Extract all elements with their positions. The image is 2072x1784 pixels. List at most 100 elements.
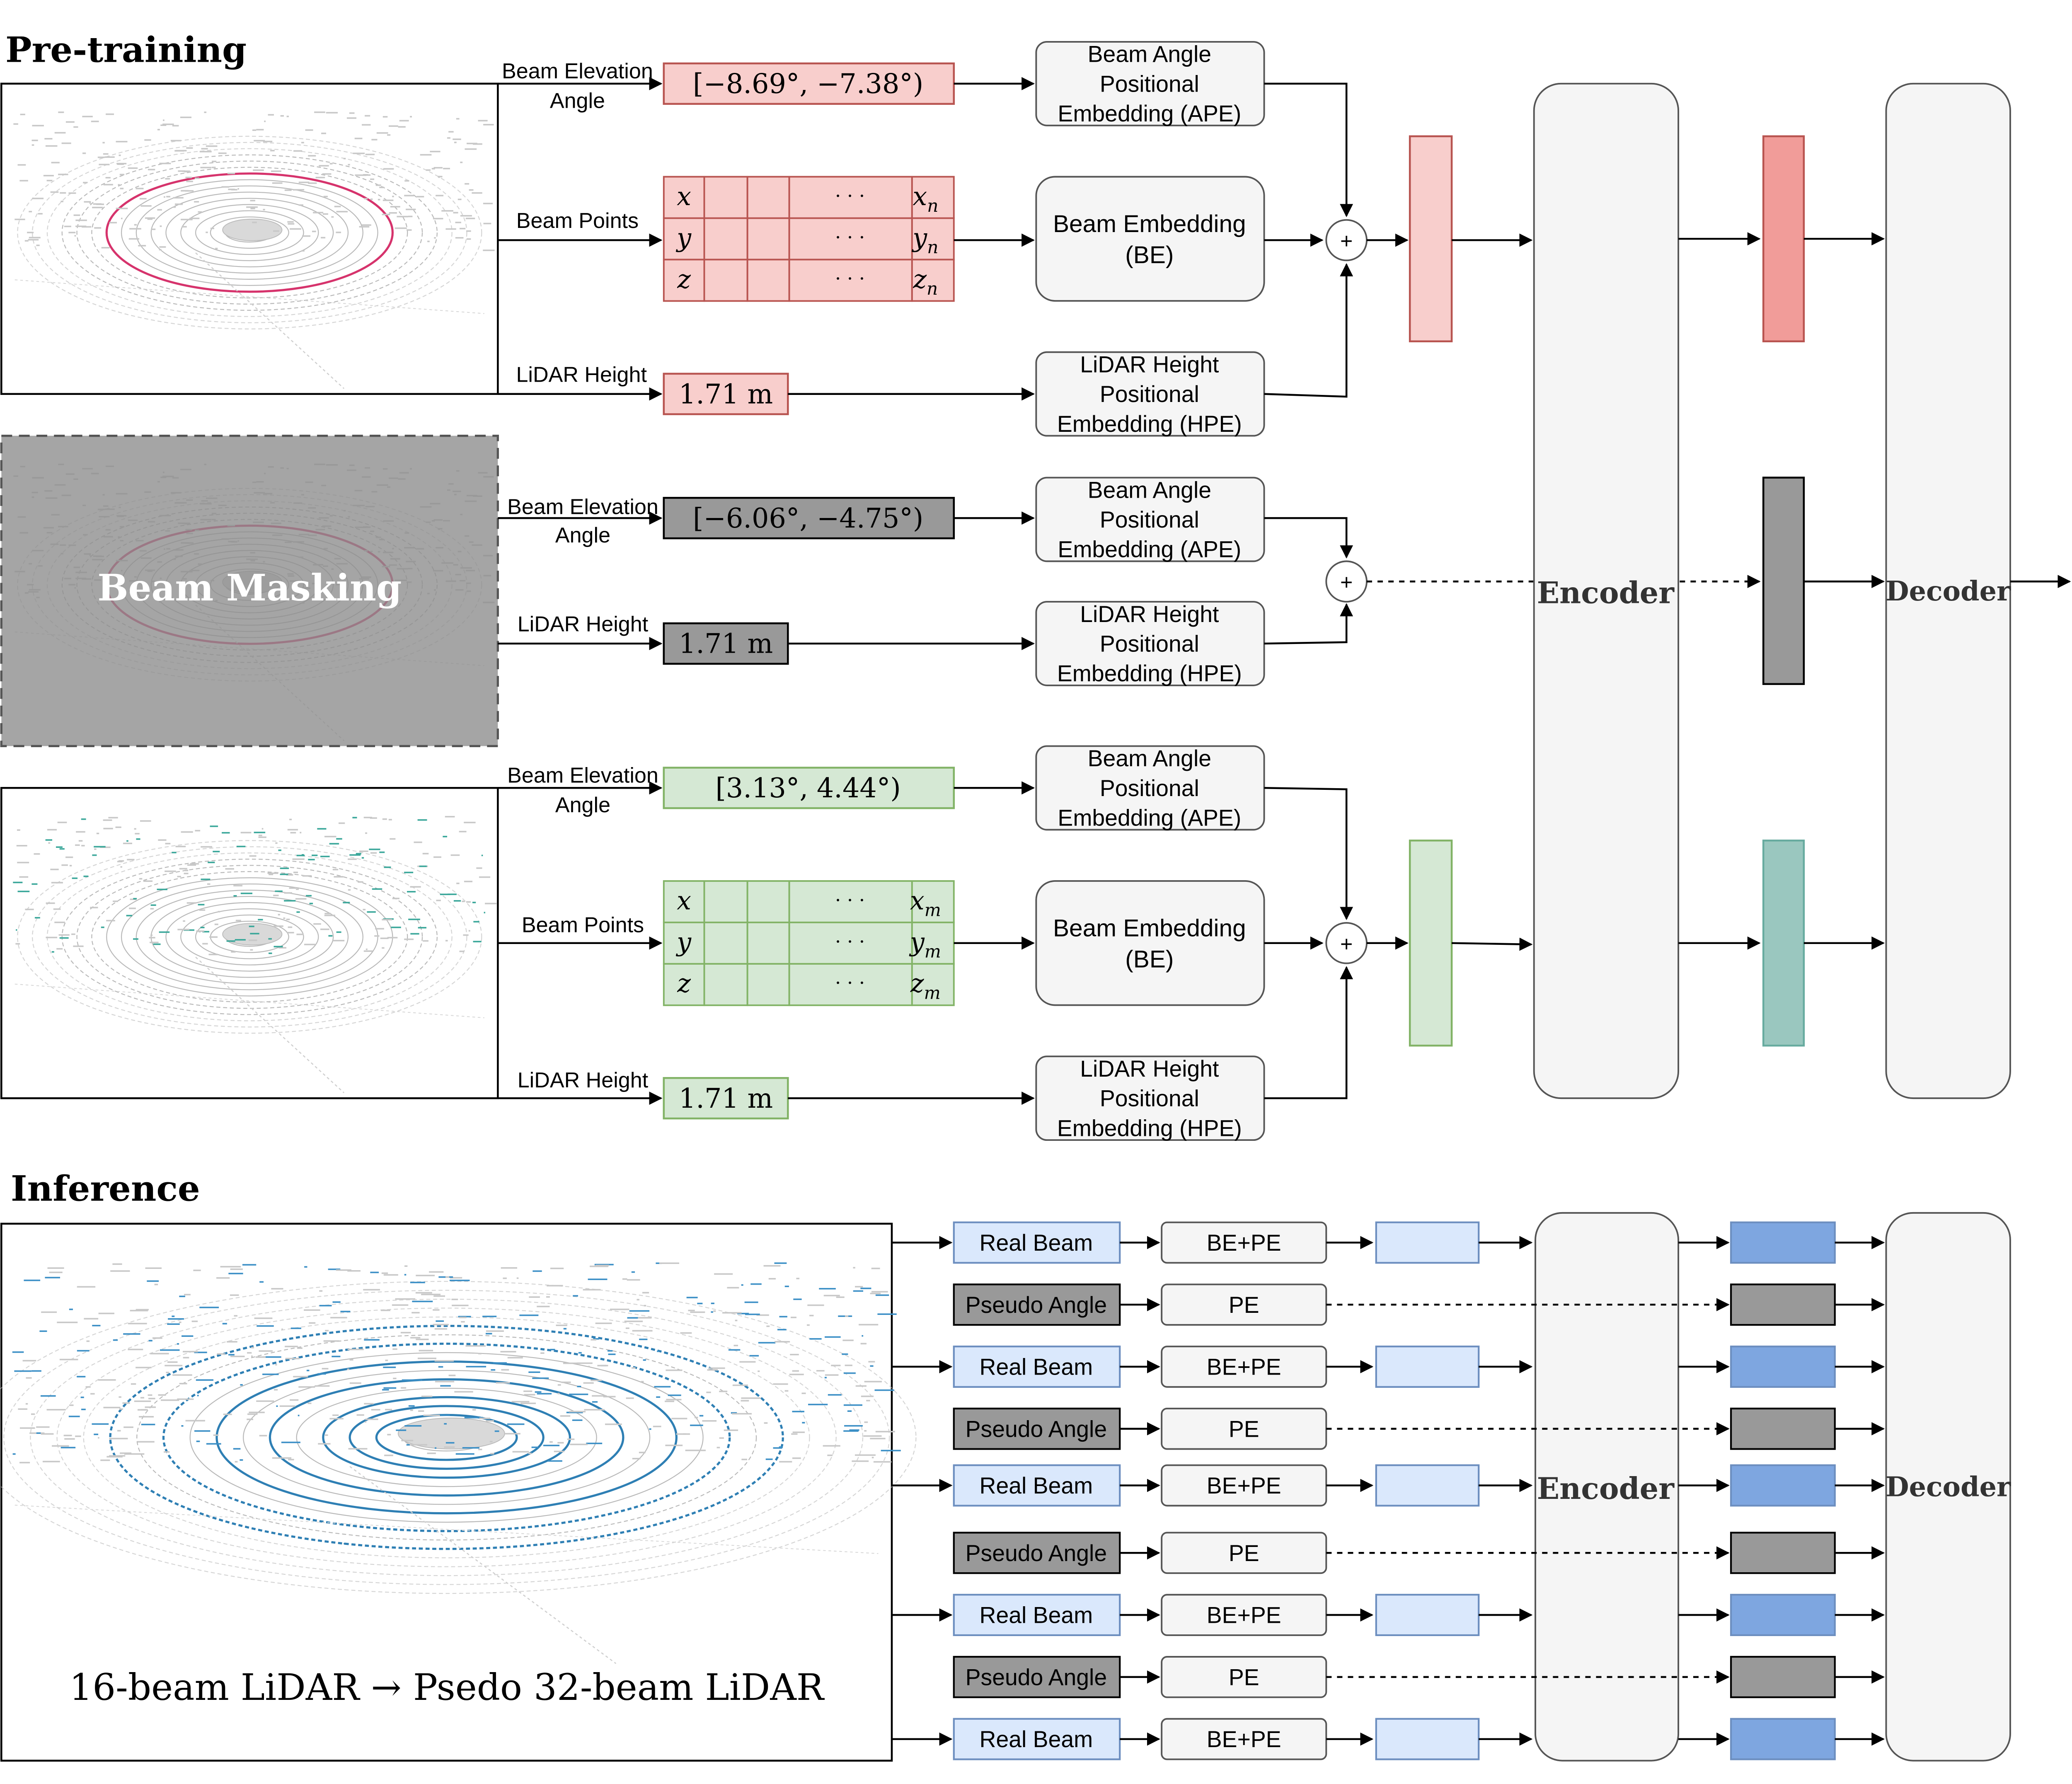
pe-label: PE [1229,1540,1259,1566]
real-beam-row: Real Beam BE+PE [892,1718,1885,1760]
height-value: 1.71 m [679,629,773,660]
angle-range-box [663,62,955,105]
pointcloud-panel-3 [0,787,499,1099]
group-gray: Beam Elevation Angle LiDAR Height [−6.06… [498,477,1761,686]
ape-block: Beam Angle Positional Embedding (APE) [1035,745,1265,830]
lidar-height-label: LiDAR Height [518,1068,649,1092]
be-line1: Beam Embedding [1053,915,1246,942]
input-token-blue [1375,1718,1480,1760]
table-row-label: y [675,927,692,957]
hpe-line2: Positional [1100,1086,1199,1111]
latent-token-gray [1762,477,1805,685]
hpe-line3: Embedding (HPE) [1057,661,1242,686]
pointcloud-panel-masked: Beam Masking [0,434,499,748]
hpe-line1: LiDAR Height [1080,601,1219,627]
pseudo-angle-box [953,1407,1121,1450]
group-green: Beam Elevation Angle Beam Points LiDAR H… [498,745,1533,1141]
pointcloud-panel-1 [0,82,499,395]
ape-block: Beam Angle Positional Embedding (APE) [1035,477,1265,562]
be-line2: (BE) [1125,242,1174,269]
angle-range-box [663,767,955,809]
hpe-line3: Embedding (HPE) [1057,411,1242,437]
real-beam-label: Real Beam [980,1602,1093,1628]
pointcloud-panel-inference: 16-beam LiDAR → Psedo 32-beam LiDAR [0,1222,917,1762]
angle-range-value: [−6.06°, −4.75°) [693,503,923,534]
table-ellipsis: · · · [835,226,865,248]
ape-line1: Beam Angle [1088,746,1211,771]
pe-label: PE [1229,1292,1259,1318]
pseudo-angle-label: Pseudo Angle [966,1292,1107,1318]
latent-token-blue [1730,1594,1836,1636]
lidar-pointcloud-image [13,111,495,389]
pretrain-encoder-decoder: Encoder Decoder [1533,82,2071,1099]
be-line1: Beam Embedding [1053,211,1246,237]
beam-masking-label: Beam Masking [97,566,402,609]
hpe-line2: Positional [1100,381,1199,407]
pseudo-angle-row: Pseudo Angle PE [953,1283,1885,1326]
real-beam-box [953,1464,1121,1507]
table-last-column: yn [911,223,938,257]
be-pe-label: BE+PE [1207,1602,1281,1628]
encoder-block [1535,1212,1680,1762]
pseudo-angle-label: Pseudo Angle [966,1540,1107,1566]
ape-line1: Beam Angle [1088,477,1211,503]
latent-token-blue [1730,1464,1836,1507]
decoder-block [1885,82,2011,1099]
latent-token-red [1762,135,1805,342]
decoder-label: Decoder [1886,1472,2011,1503]
encoder-label: Encoder [1537,1471,1675,1506]
table-ellipsis: · · · [835,185,865,207]
ape-line1: Beam Angle [1088,41,1211,67]
latent-token-gray [1730,1283,1836,1326]
input-token-green [1409,840,1453,1047]
hpe-block: LiDAR Height Positional Embedding (HPE) [1035,1055,1265,1141]
real-beam-label: Real Beam [980,1473,1093,1498]
be-line2: (BE) [1125,946,1174,973]
hpe-line3: Embedding (HPE) [1057,1115,1242,1141]
plus-sign: + [1340,932,1353,956]
beam-elevation-label: Beam Elevation [502,59,653,83]
ape-block: Beam Angle Positional Embedding (APE) [1035,41,1265,126]
be-pe-label: BE+PE [1207,1230,1281,1256]
sum-node [1325,560,1368,603]
be-pe-label: BE+PE [1207,1354,1281,1380]
real-beam-box [953,1594,1121,1636]
sum-node [1325,922,1368,964]
inference-caption: 16-beam LiDAR → Psedo 32-beam LiDAR [69,1666,825,1709]
beam-points-table: x· · ·xmy· · ·ymz· · ·zm [663,880,955,1006]
hpe-block: LiDAR Height Positional Embedding (HPE) [1035,601,1265,686]
table-ellipsis: · · · [835,931,865,953]
height-value: 1.71 m [679,1083,773,1114]
plus-sign: + [1340,229,1353,253]
ape-line2: Positional [1100,71,1199,97]
angle-range-value: [−8.69°, −7.38°) [693,69,923,100]
pretraining-title: Pre-training [5,29,247,70]
beam-elevation-label: Beam Elevation [507,495,658,519]
latent-token-blue [1730,1346,1836,1388]
beam-elevation-label: Beam Elevation [507,763,658,787]
real-beam-label: Real Beam [980,1354,1093,1380]
input-token-blue [1375,1594,1480,1636]
lidar-height-label: LiDAR Height [518,612,649,637]
hpe-line1: LiDAR Height [1080,352,1219,378]
pe-label: PE [1229,1664,1259,1690]
real-beam-row: Real Beam BE+PE [892,1594,1885,1636]
ape-line3: Embedding (APE) [1058,537,1241,562]
input-token-blue [1375,1464,1480,1507]
be-pe-label: BE+PE [1207,1726,1281,1752]
pseudo-angle-row: Pseudo Angle PE [953,1532,1885,1574]
ape-line3: Embedding (APE) [1058,805,1241,830]
pseudo-angle-label: Pseudo Angle [966,1416,1107,1442]
decoder-block [1885,1212,2011,1762]
angle-range-value: [3.13°, 4.44°) [716,773,901,804]
ape-line3: Embedding (APE) [1058,101,1241,126]
lidar-height-label: LiDAR Height [516,363,647,387]
be-block: Beam Embedding (BE) [1035,880,1265,1006]
real-beam-label: Real Beam [980,1726,1093,1752]
ape-line2: Positional [1100,775,1199,801]
